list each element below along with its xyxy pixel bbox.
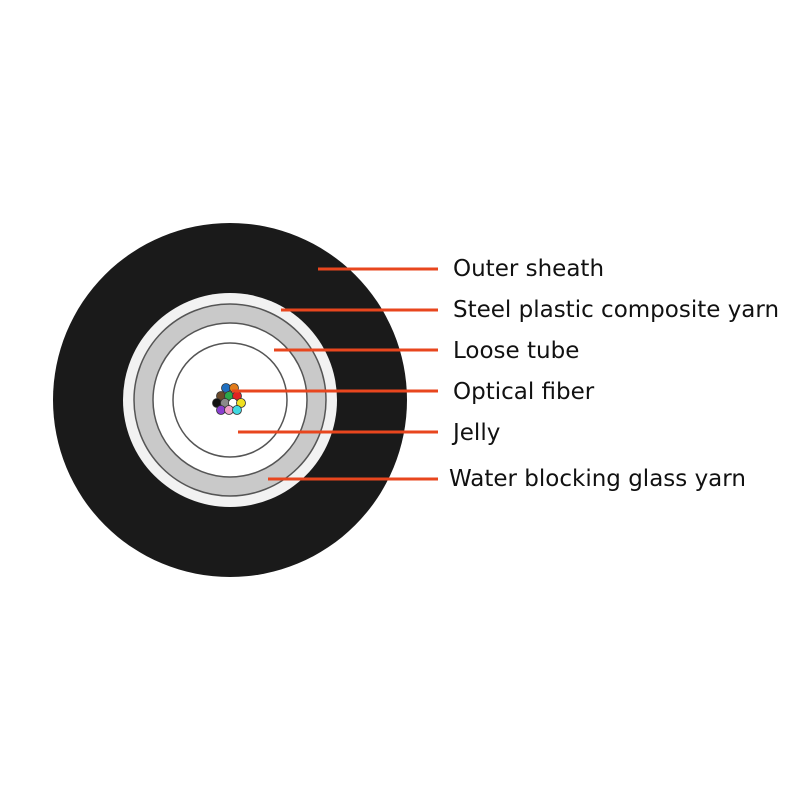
- label-loose-tube: Loose tube: [453, 338, 580, 364]
- optical-fiber-bundle: [212, 383, 246, 415]
- label-jelly: Jelly: [453, 420, 501, 446]
- label-water-blocking-glass-yarn: Water blocking glass yarn: [449, 466, 746, 492]
- leader-lines: [232, 267, 438, 481]
- fiber-aqua: [232, 405, 242, 415]
- label-steel-plastic-composite-yarn: Steel plastic composite yarn: [453, 297, 780, 323]
- label-outer-sheath: Outer sheath: [453, 256, 605, 282]
- label-optical-fiber: Optical fiber: [453, 379, 595, 405]
